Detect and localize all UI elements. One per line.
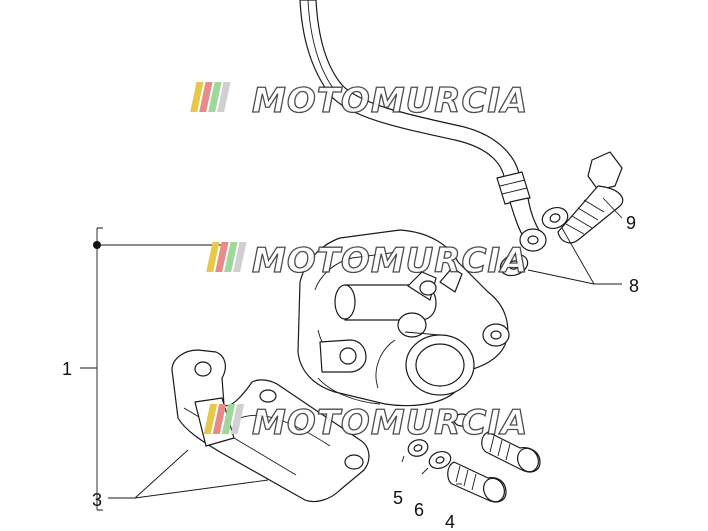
callout-4: 4 [445, 512, 455, 531]
watermark-stripe [230, 404, 245, 434]
watermark-stripe [217, 82, 231, 112]
watermark-stripe [212, 404, 227, 434]
watermark-middle: MOTOMURCIA [206, 240, 528, 282]
watermark-stripe [208, 82, 222, 112]
watermark-text: MOTOMURCIA [252, 241, 528, 281]
callout-5: 5 [393, 488, 403, 508]
callout-1: 1 [62, 359, 72, 379]
brake-caliper [297, 229, 510, 407]
callout-6: 6 [414, 500, 424, 520]
watermark-stripe [215, 242, 229, 272]
copper-washers [499, 207, 569, 277]
watermark-bottom: MOTOMURCIA [203, 402, 528, 444]
watermark-stripe [190, 82, 204, 112]
watermark-stripe [206, 242, 220, 272]
leader-lines [80, 197, 623, 511]
callout-3: 3 [92, 490, 102, 510]
brake-hose [299, 0, 547, 252]
banjo-bolt [557, 151, 624, 244]
callout-9: 9 [626, 213, 636, 233]
bolt-washers [407, 413, 471, 470]
watermark-stripe [224, 242, 238, 272]
watermark-text: MOTOMURCIA [252, 403, 528, 443]
watermark-stripe [199, 82, 213, 112]
caliper-bolts [447, 431, 541, 503]
callout-8: 8 [629, 276, 639, 296]
watermark-stripe [233, 242, 247, 272]
watermark-text: MOTOMURCIA [252, 81, 528, 121]
watermark-stripe [203, 404, 218, 434]
callout-labels: 1 3 4 5 6 8 9 [62, 213, 639, 531]
watermark-stripe [221, 404, 236, 434]
watermark-top: MOTOMURCIA [190, 80, 528, 122]
